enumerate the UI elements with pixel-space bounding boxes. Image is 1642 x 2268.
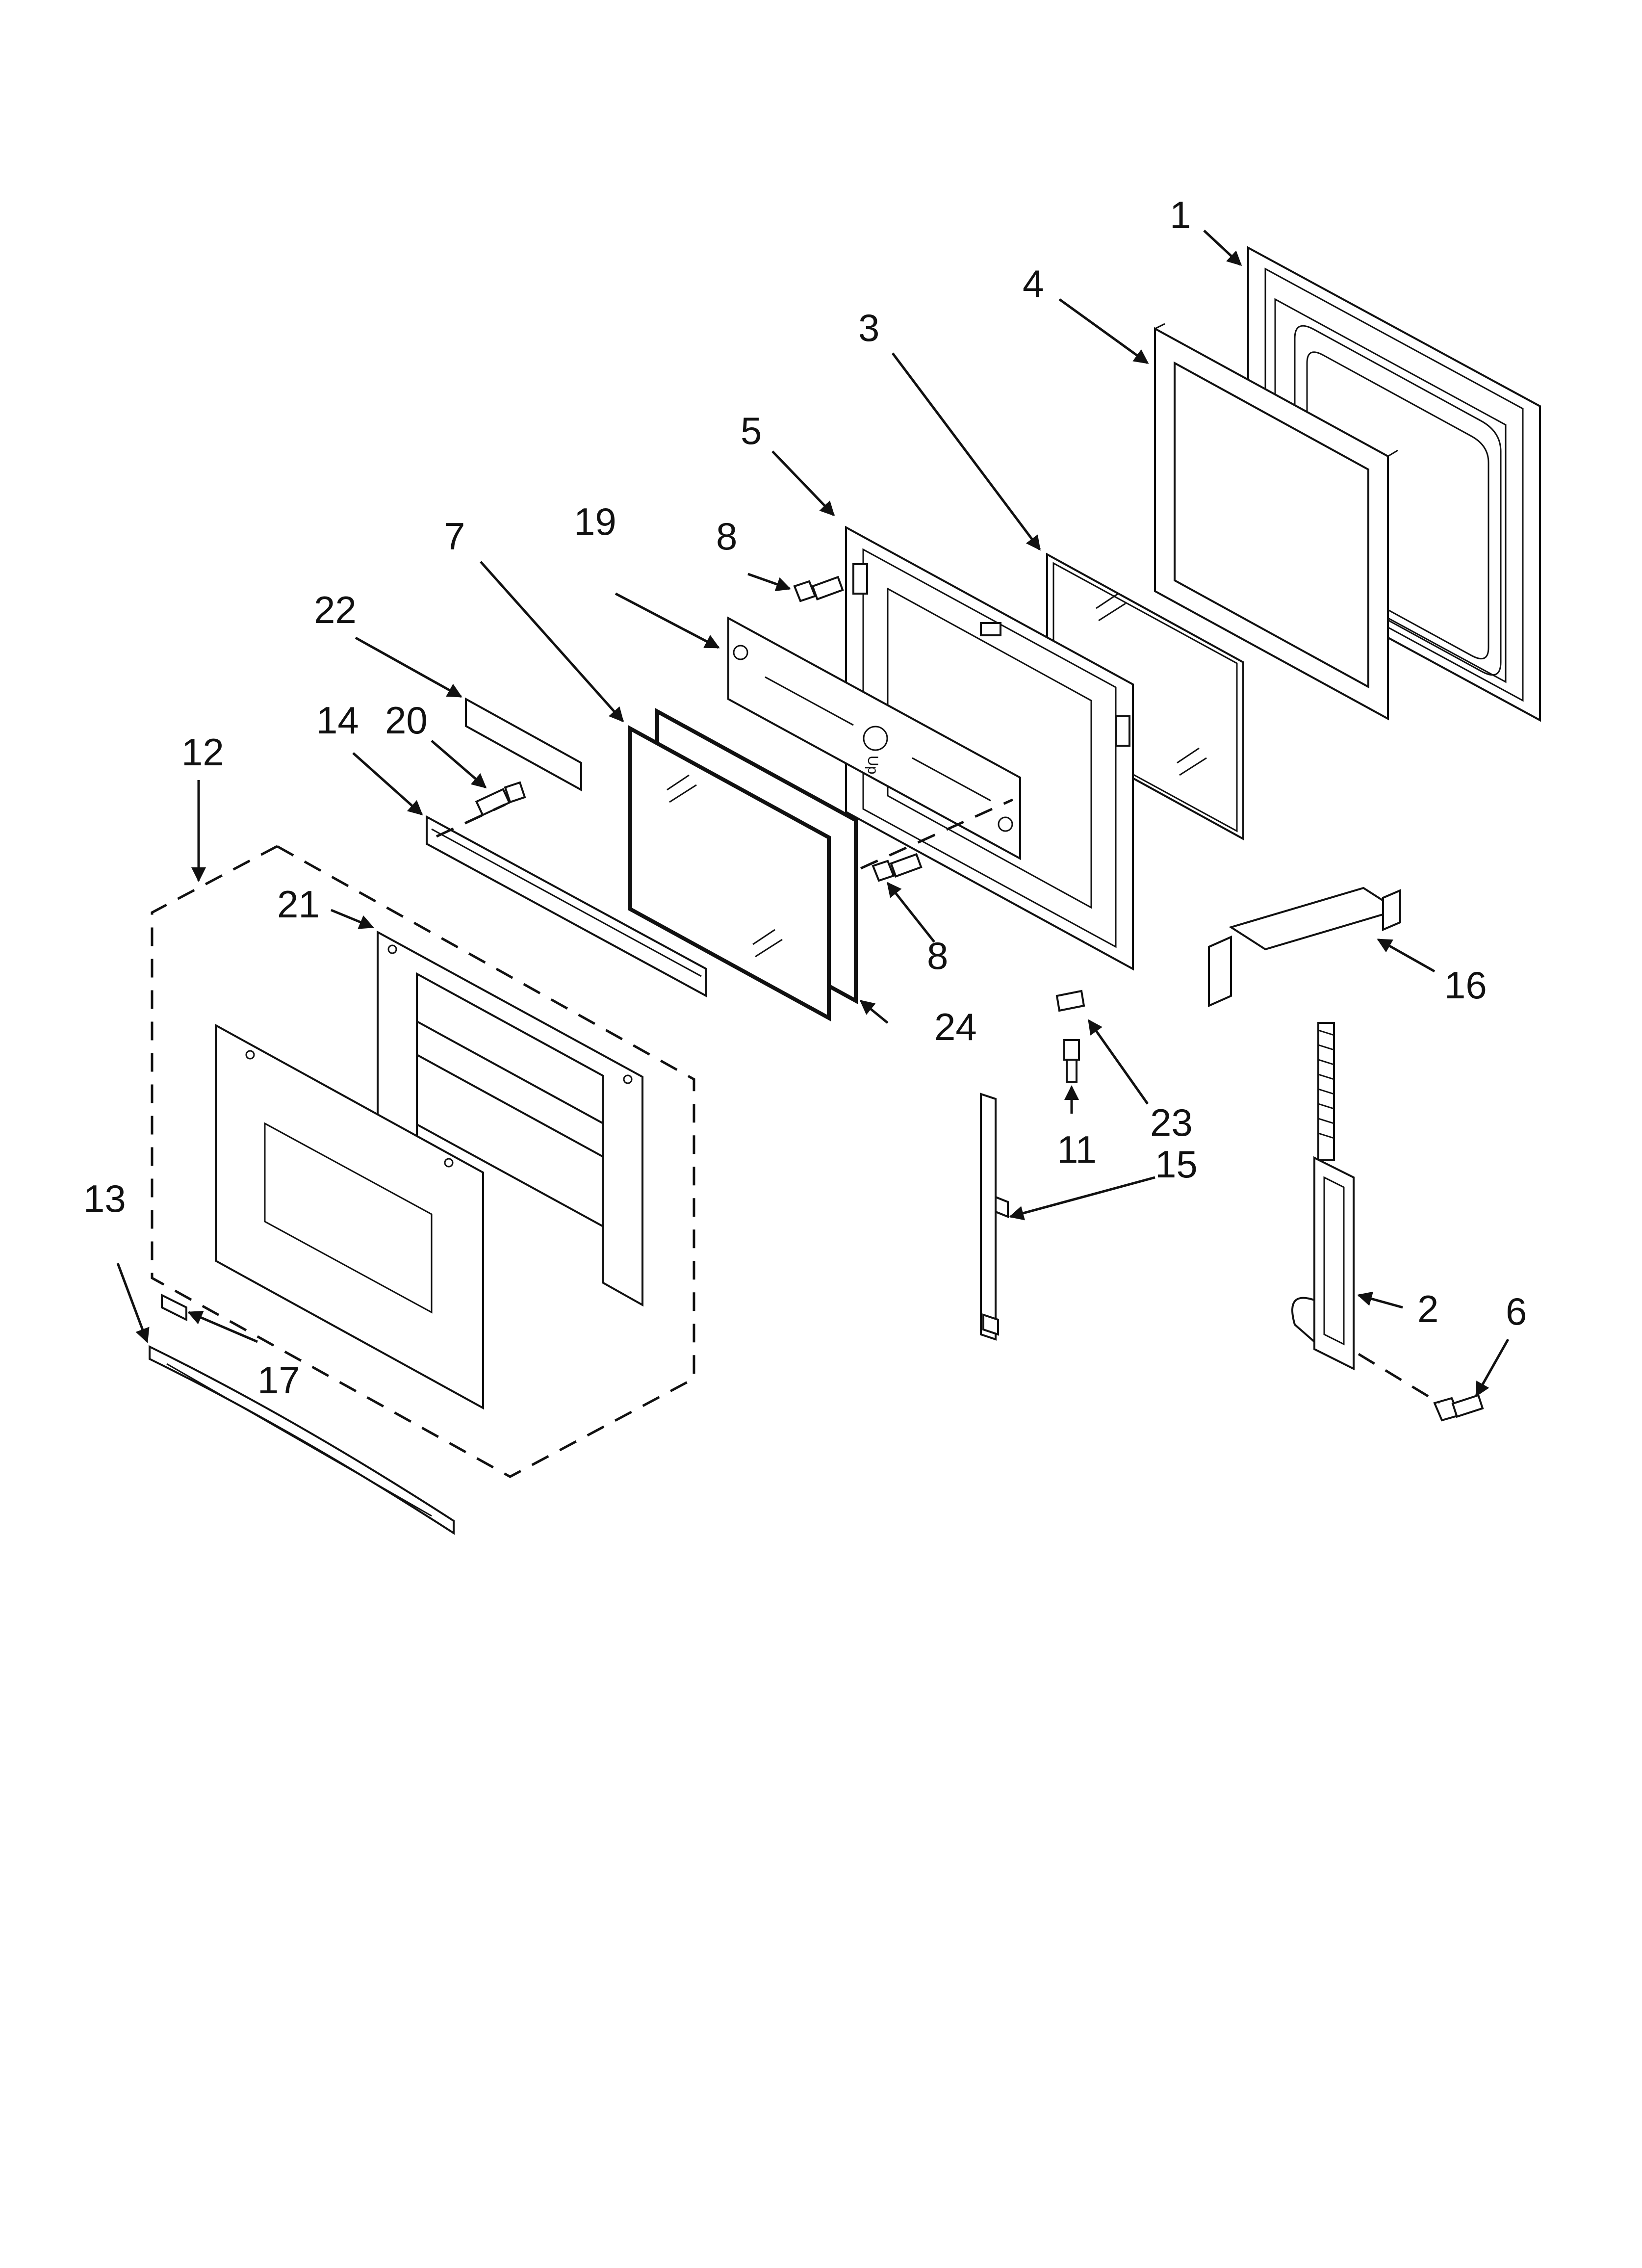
- callout-14: 14: [316, 699, 359, 742]
- part-7-door-glass-front: [628, 725, 831, 1021]
- callout-11: 11: [1057, 1128, 1097, 1171]
- callout-22: 22: [314, 588, 357, 631]
- part-16-hinge-bracket: [1208, 886, 1401, 1008]
- part-17-badge: [161, 1293, 187, 1322]
- front-door-panel: [215, 1023, 484, 1410]
- part-19-door-bracket: Up: [727, 616, 1021, 860]
- part-8-screw-lower: [872, 853, 923, 882]
- leader-lines: [116, 230, 1510, 1397]
- callout-1: 1: [1170, 193, 1191, 236]
- callout-3: 3: [858, 306, 879, 349]
- callout-21: 21: [277, 883, 320, 926]
- part-1-outer-door-frame: [1247, 246, 1541, 722]
- up-stamp: Up: [865, 756, 881, 774]
- callout-17: 17: [257, 1358, 300, 1402]
- callout-13: 13: [83, 1177, 126, 1220]
- part-2-hinge: [1291, 1022, 1355, 1371]
- callout-7: 7: [444, 515, 465, 558]
- part-8-screw-upper: [793, 575, 844, 602]
- callout-16: 16: [1444, 964, 1487, 1007]
- part-6-screw: [1433, 1394, 1484, 1422]
- callout-24: 24: [934, 1005, 977, 1048]
- part-11-screw: [1063, 1039, 1080, 1083]
- part-13-door-handle: [149, 1345, 455, 1535]
- part-20-screw: [475, 781, 526, 816]
- connector-lines: [436, 798, 1440, 1405]
- callout-6: 6: [1506, 1290, 1527, 1333]
- part-14-door-rail: [426, 815, 707, 998]
- part-15-door-stop: [980, 1093, 1009, 1341]
- part-23-clip: [1055, 990, 1085, 1012]
- callout-23: 23: [1150, 1101, 1193, 1144]
- callout-2: 2: [1417, 1287, 1438, 1330]
- callout-12: 12: [181, 730, 224, 774]
- callout-20: 20: [385, 699, 428, 742]
- part-21-inner-panel: [377, 930, 643, 1307]
- part-4-insulation-frame: [1154, 323, 1398, 721]
- callout-labels: 1 4 3 5 7 19 8 22 14 20 12 21 8 24 16 23…: [83, 193, 1527, 1402]
- callout-19: 19: [574, 500, 616, 543]
- callout-15: 15: [1155, 1143, 1198, 1186]
- callout-8-lower: 8: [927, 934, 948, 977]
- assembly-12-outline: [151, 845, 695, 1478]
- callout-4: 4: [1023, 262, 1044, 305]
- callout-5: 5: [741, 409, 762, 452]
- part-22-trim-strip: [465, 697, 582, 792]
- callout-8-upper: 8: [716, 515, 737, 558]
